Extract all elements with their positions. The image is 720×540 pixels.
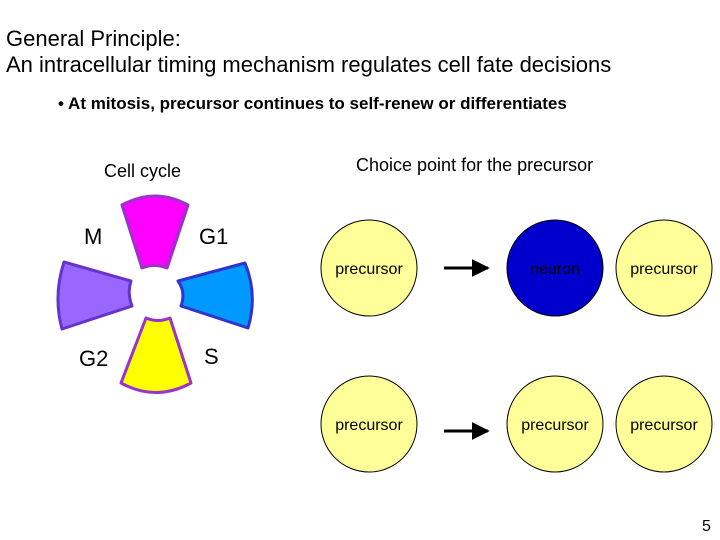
bullet-text: • At mitosis, precursor continues to sel… bbox=[58, 94, 567, 113]
row2-out1-label: precursor bbox=[521, 417, 589, 434]
row1-outcome-precursor-circle bbox=[615, 219, 713, 317]
row1-out2-label: precursor bbox=[630, 261, 698, 278]
wedge-m bbox=[120, 194, 190, 270]
phase-label-g2: G2 bbox=[79, 346, 109, 371]
choice-point-label: Choice point for the precursor bbox=[356, 155, 594, 175]
page-number: 5 bbox=[702, 518, 711, 535]
phase-label-m: M bbox=[84, 224, 103, 249]
row2-out2-label: precursor bbox=[630, 417, 698, 434]
phase-label-g1: G1 bbox=[199, 224, 229, 249]
cell-cycle-label: Cell cycle bbox=[104, 161, 182, 181]
row1-out1-label: neuron bbox=[530, 261, 580, 278]
row1-start-circle bbox=[320, 219, 418, 317]
wedge-g1 bbox=[176, 261, 254, 330]
phase-label-s: S bbox=[204, 344, 219, 369]
row2-start-label: precursor bbox=[335, 417, 403, 434]
wedge-g2 bbox=[56, 260, 134, 331]
row2-outcome-precursor-circle-2 bbox=[615, 375, 713, 473]
row2-start-circle bbox=[320, 375, 418, 473]
row2-outcome-precursor-circle-1 bbox=[506, 375, 604, 473]
title-line-2: An intracellular timing mechanism regula… bbox=[6, 52, 612, 77]
row1-start-label: precursor bbox=[335, 261, 403, 278]
wedge-s bbox=[119, 316, 193, 394]
title-line-1: General Principle: bbox=[6, 26, 181, 51]
row1-outcome-neuron-circle bbox=[506, 219, 604, 317]
